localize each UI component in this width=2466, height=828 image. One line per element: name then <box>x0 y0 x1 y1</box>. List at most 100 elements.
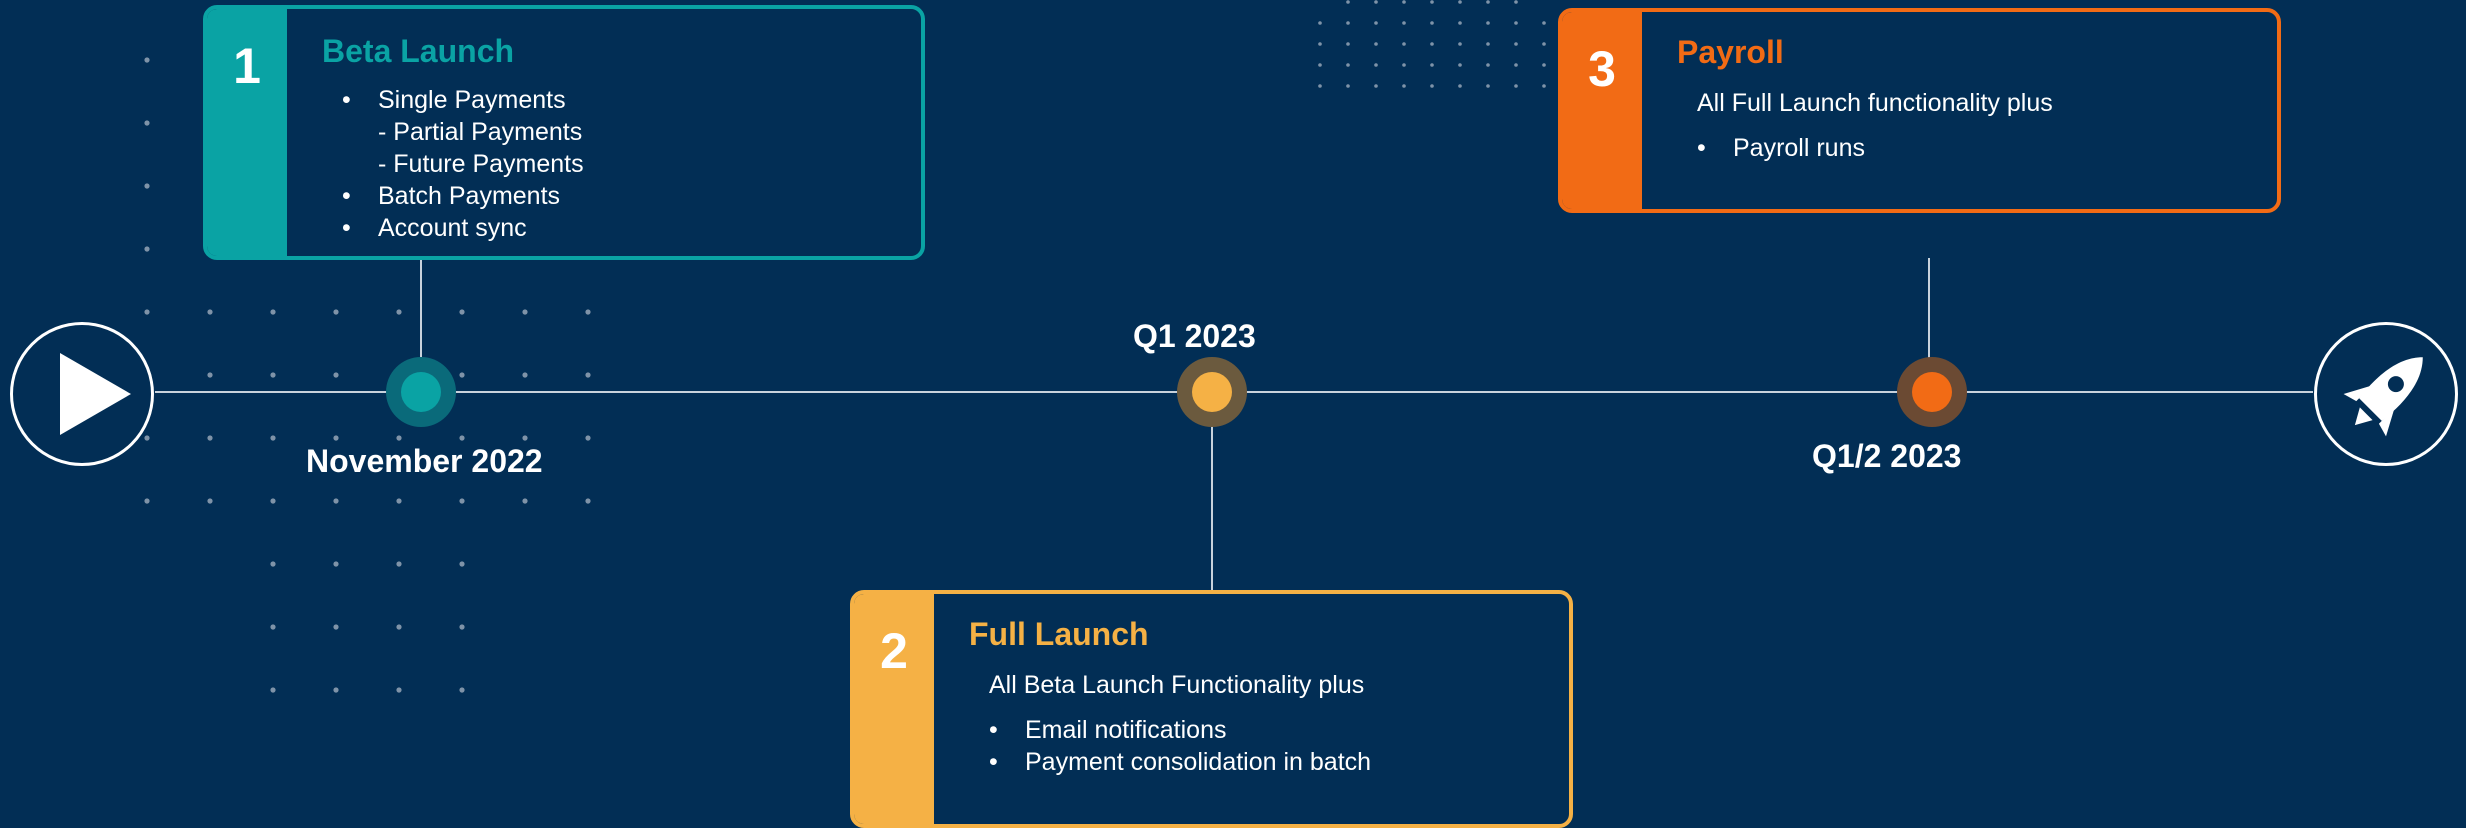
dot <box>207 435 213 441</box>
list-item: • Payroll runs <box>1697 134 1865 162</box>
dot <box>1542 42 1546 46</box>
milestone-marker-2 <box>1177 357 1247 427</box>
feature-list-1: • Single Payments - Partial Payments - F… <box>322 84 901 244</box>
connector-1 <box>420 258 422 368</box>
dot <box>144 246 150 252</box>
list-item: • Email notifications <box>989 716 1227 744</box>
dot <box>144 435 150 441</box>
milestone-date-1: November 2022 <box>306 443 543 479</box>
list-item-text: Email notifications <box>1025 716 1227 744</box>
dot <box>270 624 276 630</box>
dot <box>1514 84 1518 88</box>
start-circle <box>10 322 154 466</box>
dot <box>1542 21 1546 25</box>
dot <box>1458 63 1462 67</box>
dot <box>1542 63 1546 67</box>
dot <box>1346 0 1350 4</box>
dot <box>144 120 150 126</box>
milestone-date-2: Q1 2023 <box>1133 318 1256 354</box>
milestone-number-2: 2 <box>854 594 934 824</box>
dot <box>1514 21 1518 25</box>
list-item-text: Single Payments <box>378 86 566 114</box>
dot <box>144 309 150 315</box>
dot <box>459 372 465 378</box>
dot <box>144 498 150 504</box>
dot <box>270 372 276 378</box>
milestone-dot-3 <box>1912 372 1952 412</box>
dot <box>585 498 591 504</box>
milestone-number-3: 3 <box>1562 12 1642 209</box>
dot <box>1374 21 1378 25</box>
milestone-intro-2: All Beta Launch Functionality plus <box>989 671 1365 699</box>
rocket-icon <box>2343 357 2423 437</box>
dot <box>1514 63 1518 67</box>
list-item: • Single Payments - Partial Payments - F… <box>322 84 901 180</box>
feature-list-3: • Payroll runs <box>1677 132 2257 164</box>
dot <box>333 309 339 315</box>
list-item-text: Payroll runs <box>1733 134 1865 162</box>
dot <box>270 687 276 693</box>
milestone-card-2: 2 Full Launch All Beta Launch Functional… <box>850 590 1573 828</box>
dot <box>1486 84 1490 88</box>
dot <box>1458 21 1462 25</box>
dot <box>1514 0 1518 4</box>
dot <box>585 309 591 315</box>
milestone-title-3: Payroll <box>1677 34 1784 70</box>
dot <box>333 624 339 630</box>
list-item-text: Account sync <box>378 214 527 242</box>
dot <box>1402 84 1406 88</box>
dot <box>1486 0 1490 4</box>
dot <box>522 498 528 504</box>
dot <box>270 561 276 567</box>
milestone-intro-3: All Full Launch functionality plus <box>1697 89 2053 117</box>
dot <box>1318 21 1322 25</box>
dot <box>1318 84 1322 88</box>
dot <box>1514 42 1518 46</box>
dot <box>1430 42 1434 46</box>
dot <box>1346 84 1350 88</box>
sub-item-text: - Future Payments <box>378 150 584 178</box>
dot <box>1318 63 1322 67</box>
dot <box>207 309 213 315</box>
dot <box>459 498 465 504</box>
dot <box>1430 84 1434 88</box>
dot <box>1346 21 1350 25</box>
sub-item-text: - Partial Payments <box>378 118 583 146</box>
dot <box>144 183 150 189</box>
milestone-number-1: 1 <box>207 9 287 256</box>
dot <box>396 687 402 693</box>
dot <box>396 309 402 315</box>
play-icon <box>60 353 131 435</box>
dot <box>585 435 591 441</box>
dot <box>207 372 213 378</box>
milestone-card-1: 1 Beta Launch • Single Payments - Partia… <box>203 5 925 260</box>
list-item-text: Batch Payments <box>378 182 561 210</box>
dot <box>1458 84 1462 88</box>
milestone-title-1: Beta Launch <box>322 33 515 69</box>
dot <box>1346 42 1350 46</box>
dot <box>459 435 465 441</box>
dot <box>1430 0 1434 4</box>
dot <box>270 435 276 441</box>
dot <box>333 687 339 693</box>
feature-list-2: • Email notifications • Payment consolid… <box>969 714 1549 778</box>
dot <box>585 372 591 378</box>
dot <box>1542 84 1546 88</box>
dot <box>333 561 339 567</box>
dot <box>1430 21 1434 25</box>
dot <box>522 372 528 378</box>
dot <box>1486 63 1490 67</box>
dot <box>396 561 402 567</box>
milestone-marker-1 <box>386 357 456 427</box>
dot <box>333 498 339 504</box>
dot <box>1402 0 1406 4</box>
milestone-title-2: Full Launch <box>969 616 1149 652</box>
dot <box>1402 42 1406 46</box>
dot <box>1374 42 1378 46</box>
dot <box>1458 0 1462 4</box>
dot <box>1374 84 1378 88</box>
dot <box>1458 42 1462 46</box>
dot <box>396 435 402 441</box>
dot <box>1374 0 1378 4</box>
dot <box>1486 42 1490 46</box>
